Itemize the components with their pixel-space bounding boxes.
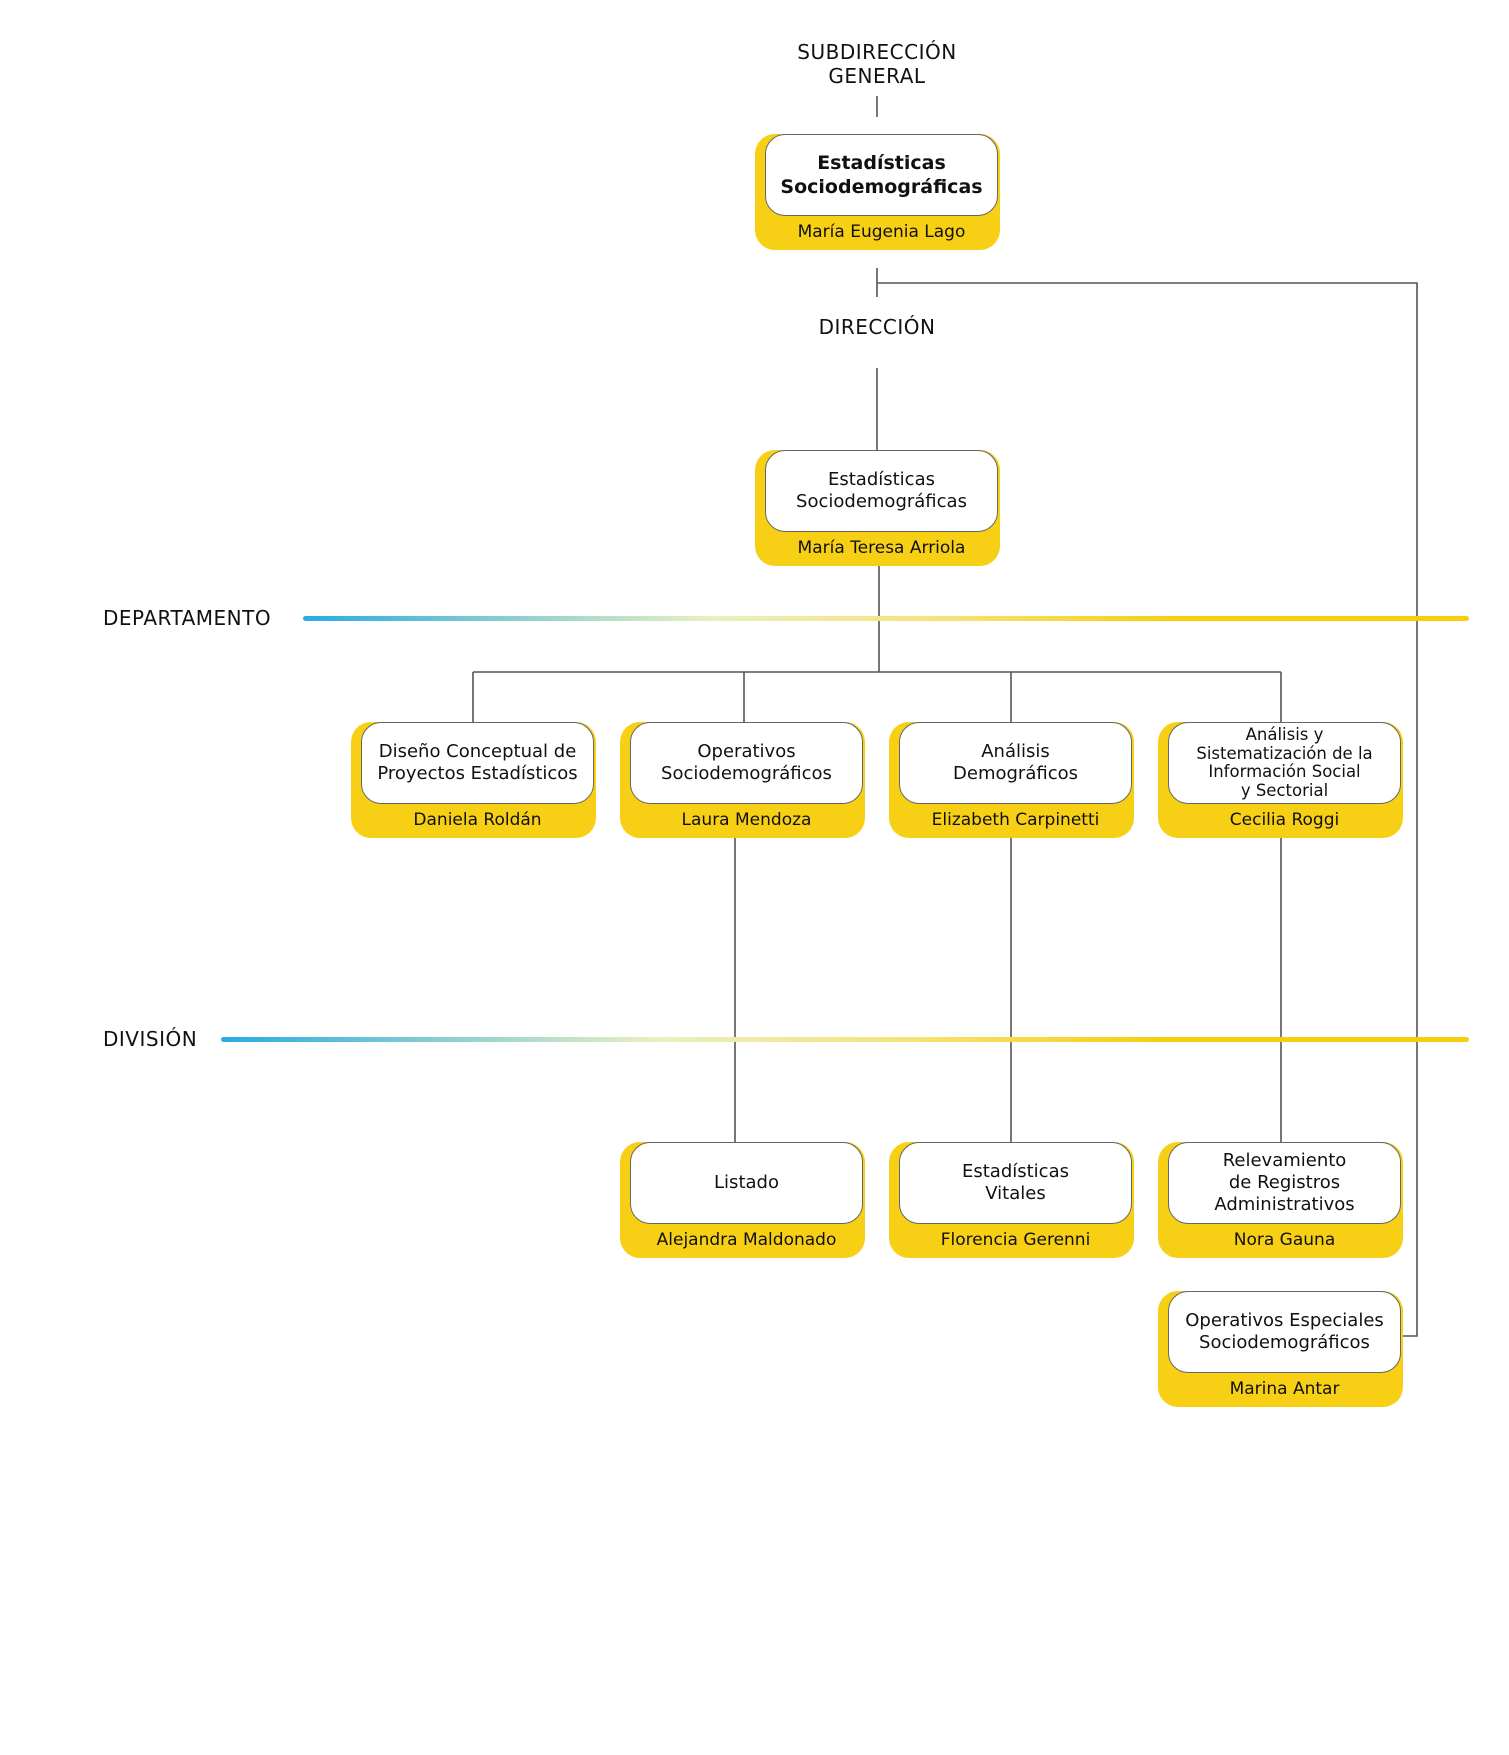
node-title: Diseño Conceptual de Proyectos Estadísti… bbox=[361, 722, 594, 804]
node-title: Estadísticas Sociodemográficas bbox=[765, 450, 998, 532]
org-node-div-relevamiento[interactable]: Relevamiento de Registros Administrativo… bbox=[1158, 1142, 1403, 1258]
org-node-div-listado[interactable]: Listado Alejandra Maldonado bbox=[620, 1142, 865, 1258]
node-person: María Eugenia Lago bbox=[797, 222, 966, 242]
node-title: Análisis Demográficos bbox=[899, 722, 1132, 804]
org-node-dep-sistematizacion[interactable]: Análisis y Sistematización de la Informa… bbox=[1158, 722, 1403, 838]
org-node-dep-analisis[interactable]: Análisis Demográficos Elizabeth Carpinet… bbox=[889, 722, 1134, 838]
org-node-direccion[interactable]: Estadísticas Sociodemográficas María Ter… bbox=[755, 450, 1000, 566]
node-person: Alejandra Maldonado bbox=[656, 1230, 837, 1250]
org-node-subdireccion-general[interactable]: Estadísticas Sociodemográficas María Eug… bbox=[755, 134, 1000, 250]
node-title: Análisis y Sistematización de la Informa… bbox=[1168, 722, 1401, 804]
band-label-division: DIVISIÓN bbox=[103, 1027, 198, 1051]
band-label-departamento: DEPARTAMENTO bbox=[103, 606, 272, 630]
node-person: Laura Mendoza bbox=[681, 810, 812, 830]
node-person: María Teresa Arriola bbox=[797, 538, 966, 558]
org-node-dep-diseno[interactable]: Diseño Conceptual de Proyectos Estadísti… bbox=[351, 722, 596, 838]
band-line-departamento bbox=[303, 616, 1469, 621]
level-label-subdireccion-general: SUBDIRECCIÓN GENERAL bbox=[797, 40, 957, 88]
org-node-dep-operativos[interactable]: Operativos Sociodemográficos Laura Mendo… bbox=[620, 722, 865, 838]
node-title: Estadísticas Vitales bbox=[899, 1142, 1132, 1224]
org-node-div-operativos-especiales[interactable]: Operativos Especiales Sociodemográficos … bbox=[1158, 1291, 1403, 1407]
node-person: Nora Gauna bbox=[1233, 1230, 1336, 1250]
node-title: Estadísticas Sociodemográficas bbox=[765, 134, 998, 216]
node-title: Operativos Especiales Sociodemográficos bbox=[1168, 1291, 1401, 1373]
node-person: Marina Antar bbox=[1229, 1379, 1340, 1399]
level-label-direccion: DIRECCIÓN bbox=[818, 315, 936, 339]
band-line-division bbox=[221, 1037, 1469, 1042]
node-person: Elizabeth Carpinetti bbox=[931, 810, 1100, 830]
node-person: Cecilia Roggi bbox=[1229, 810, 1340, 830]
node-title: Operativos Sociodemográficos bbox=[630, 722, 863, 804]
org-node-div-vitales[interactable]: Estadísticas Vitales Florencia Gerenni bbox=[889, 1142, 1134, 1258]
node-title: Relevamiento de Registros Administrativo… bbox=[1168, 1142, 1401, 1224]
node-person: Daniela Roldán bbox=[413, 810, 542, 830]
node-person: Florencia Gerenni bbox=[940, 1230, 1091, 1250]
node-title: Listado bbox=[630, 1142, 863, 1224]
